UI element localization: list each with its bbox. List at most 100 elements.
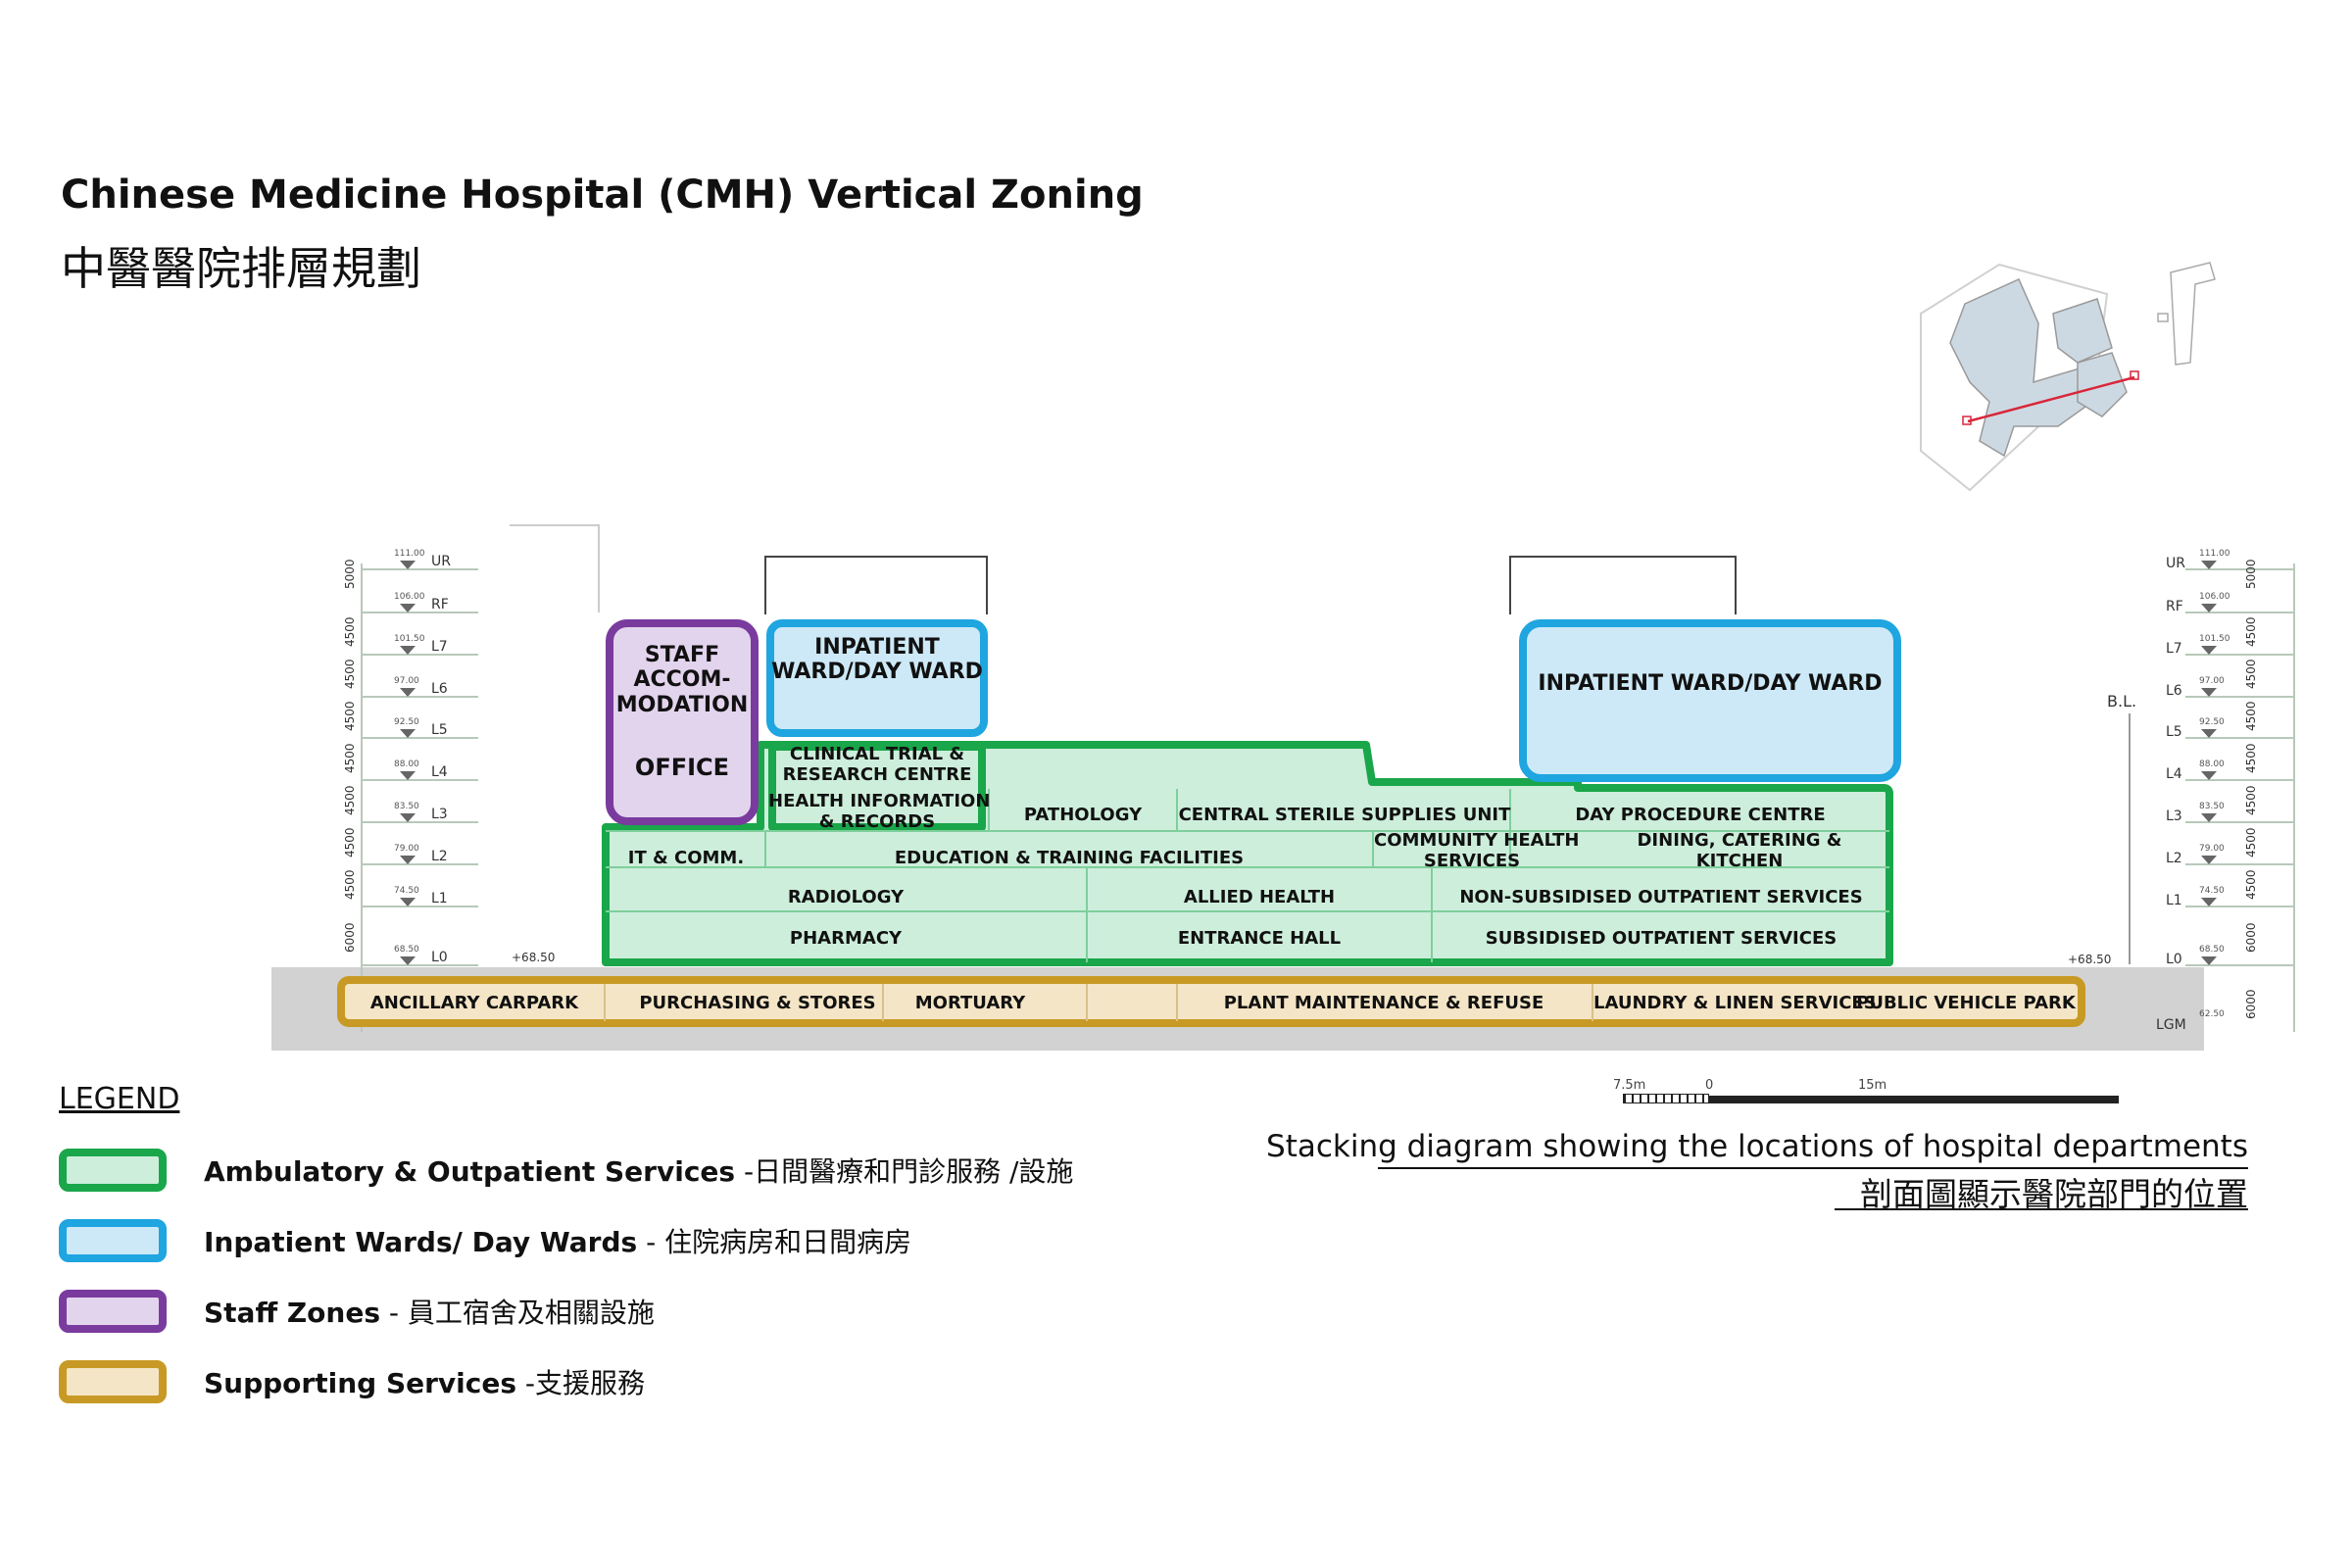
caption-underline-chinese <box>1835 1208 2248 1210</box>
legend-title: LEGEND <box>59 1082 180 1116</box>
office-label: OFFICE <box>634 754 730 781</box>
scale-bar-hatched <box>1623 1094 1709 1103</box>
level-name-RF-right: RF <box>2166 599 2183 614</box>
level-marker-L5-left <box>400 729 416 738</box>
level-line-L0-right <box>2185 964 2293 966</box>
level-line-L6-left <box>361 696 478 698</box>
roof-structure-far-left <box>510 524 600 612</box>
level-line-L5-right <box>2185 737 2293 739</box>
scale-bar-solid <box>1709 1096 2119 1103</box>
day-procedure-label: DAY PROCEDURE CENTRE <box>1575 805 1826 825</box>
ambulatory-divider-l2 <box>606 830 1889 832</box>
level-line-L3-left <box>361 821 478 823</box>
legend-text-supporting: Supporting Services -支援服務 <box>204 1367 646 1399</box>
level-marker-L3-left <box>400 813 416 822</box>
purchasing-label: PURCHASING & STORES <box>639 993 876 1013</box>
allied-health-label: ALLIED HEALTH <box>1183 887 1336 907</box>
level-elevation-L3-right: 83.50 <box>2199 802 2225 811</box>
level-name-L4-right: L4 <box>2166 766 2182 782</box>
clinical-trial-zone <box>768 743 986 831</box>
level-marker-L5-right <box>2201 729 2217 738</box>
non-subsidised-label: NON-SUBSIDISED OUTPATIENT SERVICES <box>1459 887 1863 907</box>
level-height-L4-right: 4500 <box>2244 785 2258 815</box>
level-elevation-L0-right: 68.50 <box>2199 945 2225 955</box>
level-name-L1-left: L1 <box>431 891 448 906</box>
level-elevation-LGM-right: 62.50 <box>2199 1009 2225 1019</box>
caption-english: Stacking diagram showing the locations o… <box>1266 1129 2248 1164</box>
level-marker-L2-right <box>2201 856 2217 864</box>
level-height-L6-right: 4500 <box>2244 701 2258 731</box>
level-height-L7-left: 4500 <box>343 659 357 689</box>
level-marker-L6-left <box>400 688 416 697</box>
level-name-UR-right: UR <box>2166 556 2185 571</box>
level-marker-L4-left <box>400 771 416 780</box>
level-height-RF-right: 4500 <box>2244 616 2258 647</box>
level-name-L6-right: L6 <box>2166 683 2182 699</box>
legend-item-staff: Staff Zones - 員工宿舍及相關設施 <box>59 1290 655 1333</box>
staff-zone <box>606 619 759 825</box>
level-name-L2-left: L2 <box>431 849 448 864</box>
inpatient-right-label: INPATIENT WARD/DAY WARD <box>1538 671 1883 696</box>
level-height-L2-left: 4500 <box>343 869 357 900</box>
level-height-L1-left: 6000 <box>343 922 357 953</box>
key-plan-image <box>1920 262 2216 492</box>
level-marker-RF-right <box>2201 604 2217 612</box>
inpatient-left-label: INPATIENT WARD/DAY WARD <box>771 635 983 685</box>
page-title-chinese: 中醫醫院排層規劃 <box>61 242 421 295</box>
roof-structure-left <box>764 556 988 614</box>
level-name-L5-right: L5 <box>2166 724 2182 740</box>
legend-swatch-supporting <box>59 1360 167 1403</box>
level-height-L1-right: 6000 <box>2244 922 2258 953</box>
level-elevation-L5-left: 92.50 <box>394 717 419 727</box>
dimension-line-right <box>2293 564 2295 1032</box>
level-marker-L1-left <box>400 898 416 906</box>
ambulatory-divider-v4 <box>1086 868 1088 962</box>
level-name-L5-left: L5 <box>431 722 448 738</box>
level-marker-L6-right <box>2201 688 2217 697</box>
dining-label: DINING, CATERING & KITCHEN <box>1637 830 1842 871</box>
level-marker-UR-right <box>2201 561 2217 569</box>
level-height-L6-left: 4500 <box>343 701 357 731</box>
clinical-trial-label: CLINICAL TRIAL & RESEARCH CENTRE <box>782 744 972 785</box>
level-elevation-L7-left: 101.50 <box>394 634 425 644</box>
level-name-L0-right: L0 <box>2166 952 2182 967</box>
level-height-UR-right: 5000 <box>2244 559 2258 589</box>
subsidised-label: SUBSIDISED OUTPATIENT SERVICES <box>1485 928 1838 949</box>
level-name-L0-left: L0 <box>431 950 448 965</box>
inpatient-zone-right <box>1519 619 1901 782</box>
radiology-label: RADIOLOGY <box>787 887 905 907</box>
level-name-L3-left: L3 <box>431 807 448 822</box>
level-marker-RF-left <box>400 604 416 612</box>
support-divider-1 <box>604 984 606 1021</box>
level-elevation-RF-left: 106.00 <box>394 592 425 602</box>
level-line-L2-right <box>2185 863 2293 865</box>
level-name-UR-left: UR <box>431 554 451 569</box>
level-height-L4-left: 4500 <box>343 785 357 815</box>
level-height-L0-right: 6000 <box>2244 989 2258 1019</box>
level-height-L2-right: 4500 <box>2244 869 2258 900</box>
level-line-L1-left <box>361 906 478 907</box>
level-name-L7-right: L7 <box>2166 641 2182 657</box>
ambulatory-divider-l0 <box>606 910 1889 912</box>
level-height-L3-right: 4500 <box>2244 827 2258 858</box>
level-height-UR-left: 5000 <box>343 559 357 589</box>
level-marker-L1-right <box>2201 898 2217 906</box>
legend-item-inpatient: Inpatient Wards/ Day Wards - 住院病房和日間病房 <box>59 1219 911 1262</box>
level-marker-UR-left <box>400 561 416 569</box>
level-name-L2-right: L2 <box>2166 851 2182 866</box>
staff-accommodation-label: STAFF ACCOM- MODATION <box>615 643 749 717</box>
ambulatory-divider-v1 <box>988 789 990 832</box>
legend-text-staff: Staff Zones - 員工宿舍及相關設施 <box>204 1297 655 1329</box>
it-comm-label: IT & COMM. <box>627 848 745 868</box>
level-name-L6-left: L6 <box>431 681 448 697</box>
ambulatory-divider-l1 <box>606 866 1889 868</box>
level-line-L1-right <box>2185 906 2293 907</box>
level-line-UR-right <box>2185 568 2293 570</box>
level-elevation-L5-right: 92.50 <box>2199 717 2225 727</box>
ambulatory-divider-v2 <box>1176 789 1178 832</box>
level-line-L6-right <box>2185 696 2293 698</box>
legend-swatch-ambulatory <box>59 1149 167 1192</box>
building-line-label: B.L. <box>2107 692 2137 710</box>
dimension-line-left <box>361 564 363 1032</box>
level-line-L5-left <box>361 737 478 739</box>
